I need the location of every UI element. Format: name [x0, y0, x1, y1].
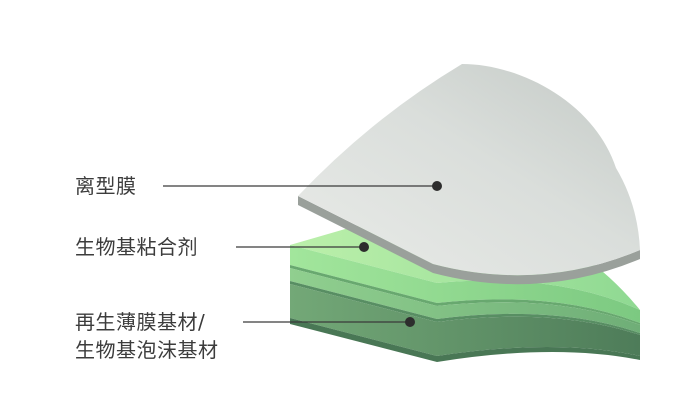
layer-label-substrate-line1: 再生薄膜基材/: [75, 310, 206, 334]
release-film-top-surface: [298, 64, 640, 276]
layer-label-substrate-line2: 生物基泡沫基材: [75, 338, 219, 362]
adhesive-layer-front-face: [290, 245, 640, 323]
substrate-bottom-edge: [290, 318, 640, 362]
marker-dot-adhesive: [359, 242, 369, 252]
foam-substrate-front-face: [290, 284, 640, 356]
marker-dot-release-film: [432, 181, 442, 191]
marker-dot-substrate: [405, 317, 415, 327]
layer-label-adhesive: 生物基粘合剂: [75, 235, 198, 259]
layer-label-substrate: 再生薄膜基材/ 生物基泡沫基材: [75, 308, 219, 364]
layer-label-release-film: 离型膜: [75, 174, 137, 198]
